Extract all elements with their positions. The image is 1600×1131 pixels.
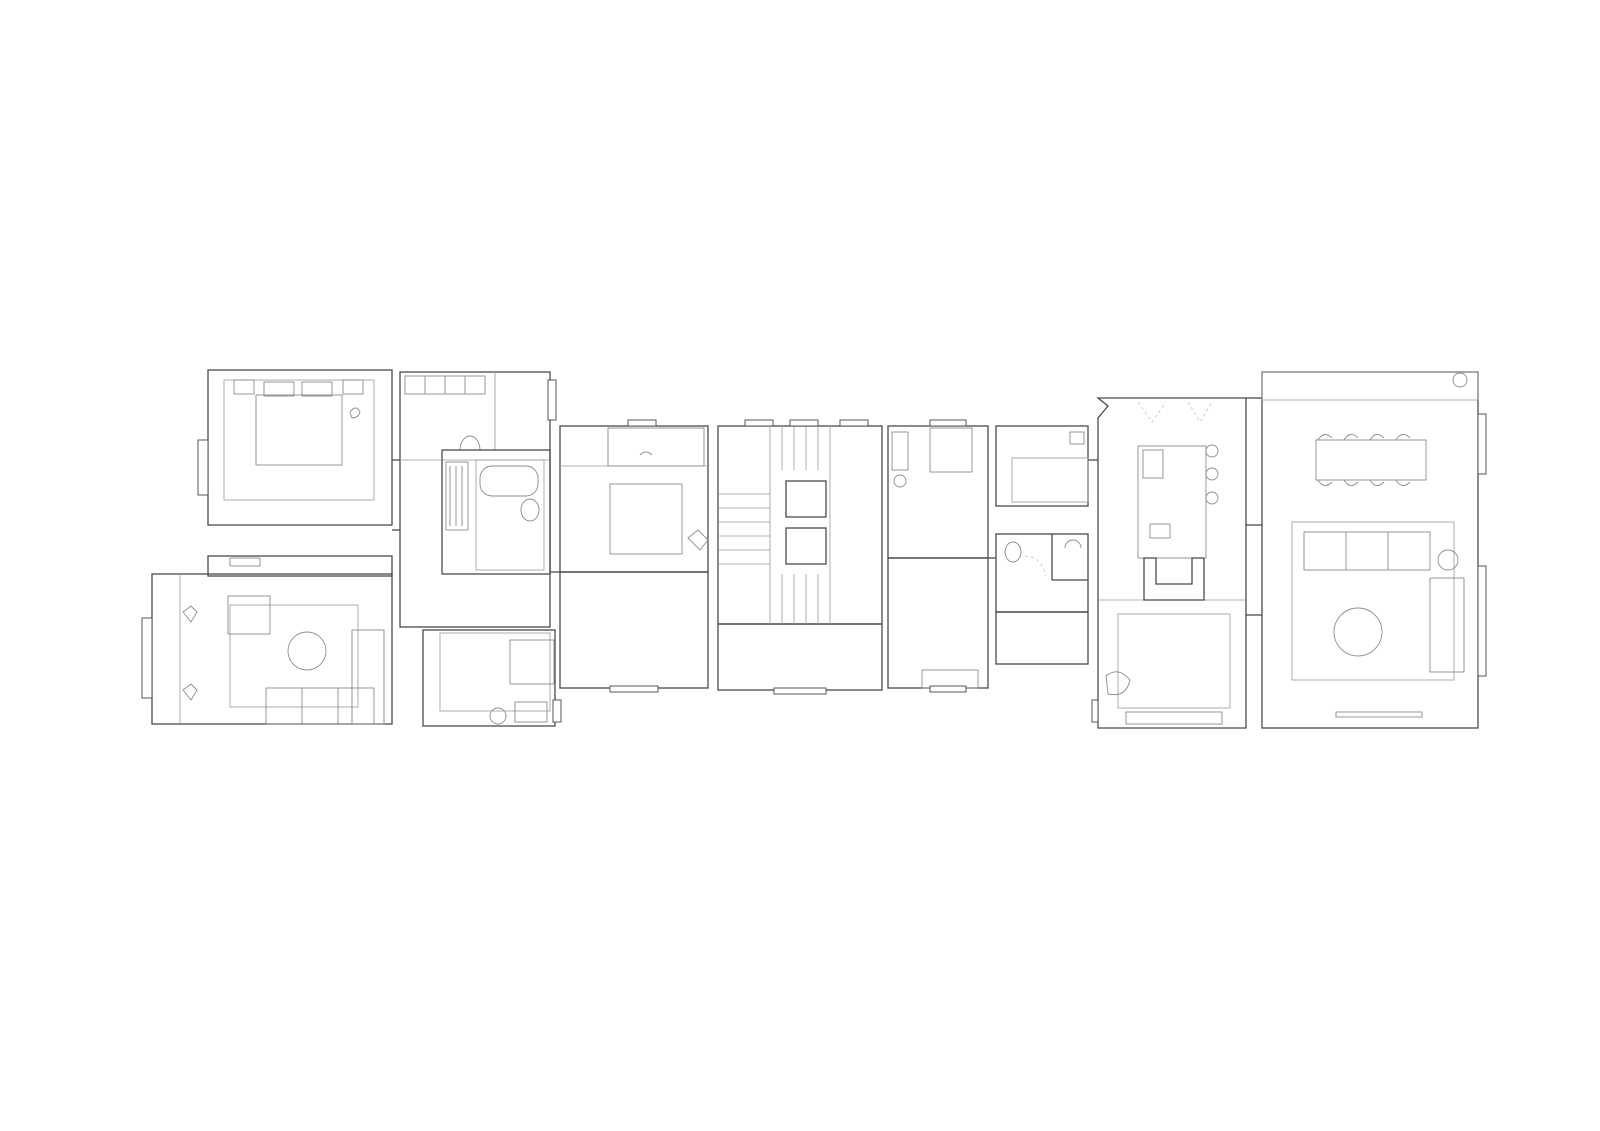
bed [509, 639, 555, 685]
window [839, 419, 869, 427]
sofa [1303, 531, 1431, 571]
window [552, 699, 562, 723]
side-sofa [351, 629, 385, 725]
kitchen [1091, 397, 1247, 729]
window [744, 419, 774, 427]
toilet [1004, 541, 1022, 563]
bedroom-small-left [422, 629, 562, 727]
clock-icon [1452, 372, 1468, 388]
bedroom-top-left [197, 369, 393, 526]
chair [1343, 479, 1359, 486]
pillow [263, 381, 295, 397]
staircase [718, 426, 831, 624]
window [1477, 565, 1487, 677]
window [929, 419, 967, 427]
kitchen-island [1137, 445, 1207, 559]
room-center-right [887, 419, 989, 693]
side-table [891, 431, 909, 471]
sink [1069, 431, 1085, 445]
stool [1205, 444, 1219, 458]
chair [1369, 479, 1385, 486]
chair [1395, 479, 1411, 486]
window [627, 419, 657, 427]
window [141, 617, 153, 699]
sink [459, 435, 481, 451]
rug [439, 632, 551, 712]
chair [1343, 434, 1359, 441]
living-left [141, 555, 393, 725]
window [609, 685, 659, 693]
toilet [520, 498, 540, 522]
ottoman [227, 595, 271, 635]
bed [609, 483, 683, 555]
bathtub [479, 465, 539, 497]
round-coffee-table [1333, 607, 1383, 657]
window [1477, 413, 1487, 475]
armchair [687, 529, 709, 551]
stool [489, 707, 507, 725]
pillow [301, 381, 333, 397]
bed [929, 427, 973, 473]
stool [1205, 467, 1219, 481]
bird-ornament [639, 451, 653, 456]
chair [349, 407, 361, 419]
living-dining-right [1261, 371, 1487, 729]
window [1091, 699, 1099, 723]
armchair [1105, 671, 1131, 696]
fireplace [1143, 557, 1205, 601]
rug [229, 604, 359, 708]
rug [223, 379, 375, 501]
chair [182, 683, 198, 701]
towel-rack [445, 461, 469, 531]
double-bed [255, 394, 343, 466]
chair [1317, 434, 1333, 441]
sink [1064, 539, 1082, 549]
sink [1149, 523, 1171, 539]
rug [1291, 521, 1455, 681]
rug [1117, 613, 1231, 709]
desk [921, 669, 979, 689]
window [547, 379, 557, 421]
stool [1205, 491, 1219, 505]
window [789, 419, 819, 427]
nightstand [233, 379, 255, 395]
bathroom-left [441, 449, 551, 575]
window [197, 439, 209, 496]
desk [514, 701, 548, 723]
bench [229, 557, 261, 567]
window [773, 687, 827, 695]
chair [1395, 434, 1411, 441]
dining-table [1315, 439, 1427, 481]
chair [182, 605, 198, 623]
cooktop [1142, 449, 1164, 479]
chair [1317, 479, 1333, 486]
side-sofa [1429, 577, 1465, 673]
stool [893, 474, 907, 488]
bench [1335, 711, 1423, 718]
corridors [392, 397, 1262, 616]
terrace-center [559, 571, 709, 689]
window [929, 685, 967, 693]
chair [1369, 434, 1385, 441]
round-table [287, 631, 327, 671]
sideboard [1125, 711, 1223, 725]
bicycle [1437, 549, 1459, 571]
sofa [607, 427, 705, 467]
bathroom-right [995, 425, 1089, 665]
nightstand [342, 379, 364, 395]
stair-hall [717, 419, 883, 695]
bedroom-center [559, 419, 709, 693]
sofa [265, 687, 375, 725]
